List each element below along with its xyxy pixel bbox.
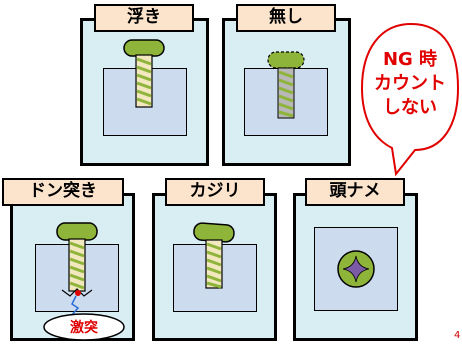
tab-bottoming: ドン突き (2, 178, 124, 206)
callout-line-2: カウント (374, 73, 446, 94)
tab-float: 浮き (94, 4, 194, 32)
callout-text: NG 時 カウント しない (360, 48, 460, 120)
clash-label: 激突 (70, 320, 98, 336)
callout-line-3: しない (383, 97, 437, 118)
corner-mark: 4 (454, 330, 461, 341)
tab-missing: 無し (236, 4, 336, 32)
tab-stripped-head: 頭ナメ (305, 178, 405, 206)
tab-galling: カジリ (165, 178, 265, 206)
callout-line-1: NG 時 (382, 49, 438, 70)
